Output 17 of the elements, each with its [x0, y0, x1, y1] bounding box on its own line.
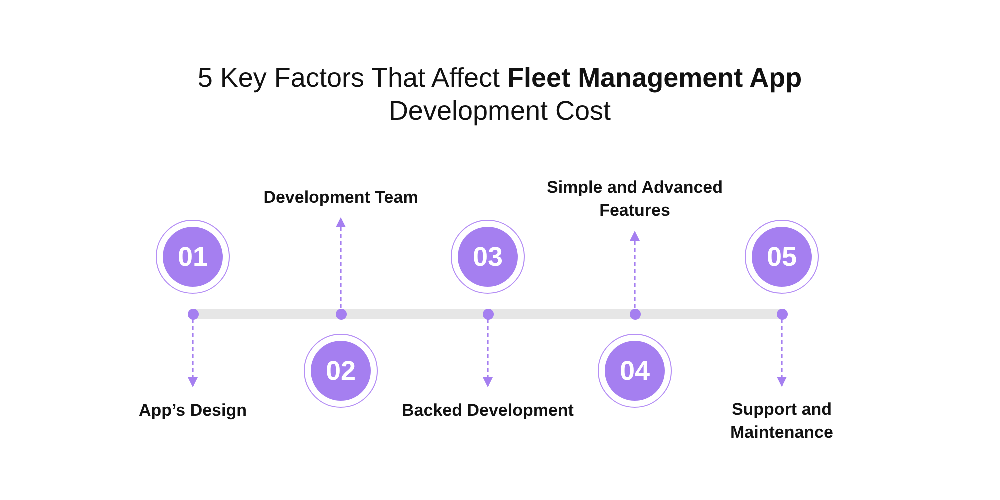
number-circle: 02	[304, 334, 378, 408]
number-circle: 05	[745, 220, 819, 294]
dashed-arrow	[336, 218, 346, 308]
dashed-arrow	[188, 320, 198, 388]
factor-label: Backed Development	[398, 398, 578, 422]
factor-label: Simple and Advanced Features	[545, 176, 725, 222]
dashed-arrow	[630, 231, 640, 308]
timeline-dot	[188, 308, 198, 320]
number-circle: 03	[451, 220, 525, 294]
factor-label: Support and Maintenance	[692, 398, 872, 444]
factor-label: Development Team	[251, 186, 431, 208]
number-circle: 01	[156, 220, 230, 294]
number-circle: 04	[598, 334, 672, 408]
dashed-arrow	[777, 320, 787, 387]
factor-label: App’s Design	[103, 398, 283, 422]
title: 5 Key Factors That Affect Fleet Management App Development Cost	[196, 62, 804, 128]
dashed-arrow	[483, 320, 493, 388]
